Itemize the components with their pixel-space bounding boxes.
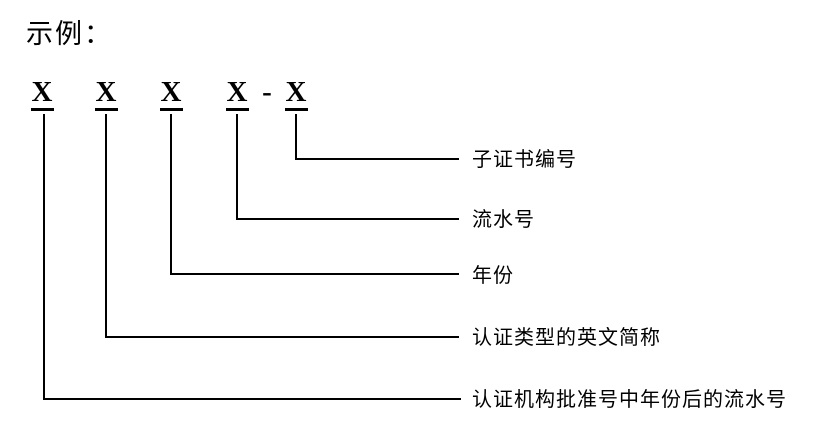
leader-horizontal-4 <box>105 336 459 338</box>
char-underline-2 <box>95 108 118 111</box>
leader-vertical-5 <box>295 114 297 160</box>
char-underline-1 <box>31 108 54 111</box>
code-char-5: X <box>285 76 307 108</box>
char-underline-4 <box>226 108 249 111</box>
annotation-serial-number: 流水号 <box>472 209 535 231</box>
leader-horizontal-1 <box>295 158 459 160</box>
leader-vertical-2 <box>105 114 107 338</box>
char-underline-3 <box>160 108 183 111</box>
annotation-certification-type-abbreviation: 认证类型的英文简称 <box>472 327 661 349</box>
leader-horizontal-3 <box>170 273 459 275</box>
code-char-1: X <box>31 76 53 108</box>
annotation-sub-certificate-number: 子证书编号 <box>472 149 577 171</box>
char-underline-5 <box>285 108 308 111</box>
leader-vertical-1 <box>43 114 45 400</box>
leader-horizontal-5 <box>43 398 461 400</box>
leader-vertical-4 <box>236 114 238 220</box>
leader-horizontal-2 <box>236 218 459 220</box>
leader-vertical-3 <box>170 114 172 275</box>
annotation-year: 年份 <box>472 265 514 287</box>
code-char-2: X <box>95 76 117 108</box>
code-char-4: X <box>226 76 248 108</box>
annotation-approval-number-serial: 认证机构批准号中年份后的流水号 <box>472 389 787 411</box>
code-char-3: X <box>160 76 182 108</box>
hyphen-separator: - <box>262 76 272 108</box>
example-heading: 示例： <box>26 19 113 49</box>
